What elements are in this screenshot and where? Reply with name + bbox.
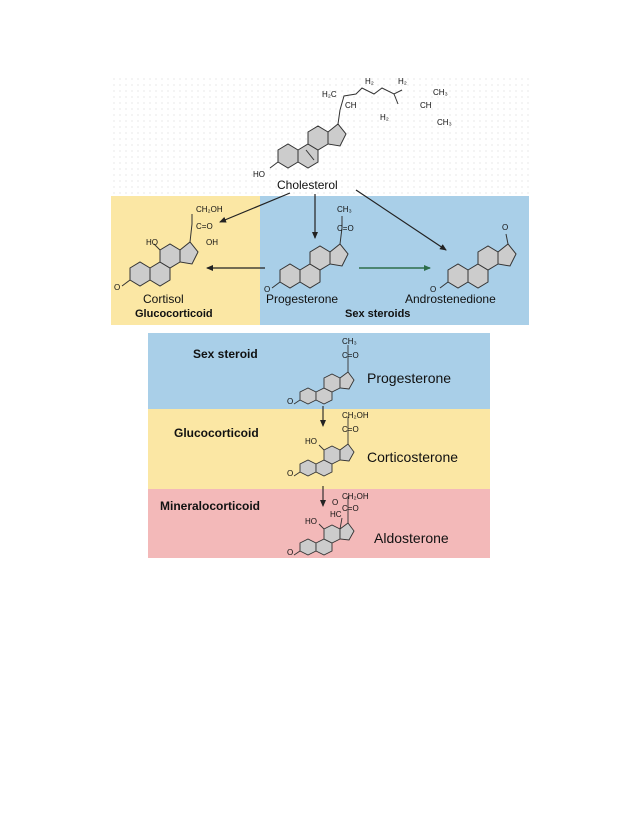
aldosterone-name: Aldosterone [374,530,449,546]
progesterone-bottom-ch3-label: CH₃ [342,337,357,346]
androstenedione-molecule [439,233,517,289]
progesterone-bottom-o-label: O [287,397,293,406]
steroid-rings [277,123,347,169]
androstenedione-o-label-b: O [502,223,508,232]
corticosterone-o-label: O [287,469,293,478]
progesterone-name-bottom: Progesterone [367,370,451,386]
sex-steroids-label: Sex steroids [345,308,410,320]
progesterone-name-top: Progesterone [266,292,338,306]
corticosterone-ch2oh-label: CH₂OH [342,411,369,420]
chol-h2-label-b: H₂ [380,113,389,122]
chol-ch-label: CH [345,101,357,110]
progesterone-ch3-label: CH₃ [337,205,352,214]
corticosterone-molecule [293,417,355,477]
glucocorticoid-row [148,409,490,489]
cortisol-name: Cortisol [143,292,184,306]
cortisol-ho-label: HO [146,238,158,247]
progesterone-o-label: O [264,285,270,294]
progesterone-ceqo-label: C=O [337,224,354,233]
chol-ho-label: HO [253,170,265,179]
chol-ch-label-b: CH [420,101,432,110]
cortisol-oh-label: OH [206,238,218,247]
aldosterone-molecule [293,496,355,556]
aldosterone-ho-label: HO [305,517,317,526]
progesterone-molecule-bottom [293,345,355,405]
mineralocorticoid-label: Mineralocorticoid [160,499,260,513]
arrow-to-androstenedione [355,189,447,251]
cortisol-ceqo-label: C=O [196,222,213,231]
arrow-to-cortisol [219,192,291,223]
corticosterone-name: Corticosterone [367,449,458,465]
chol-ch3-label-b: CH₃ [437,118,452,127]
androstenedione-o-label-a: O [430,285,436,294]
androstenedione-name: Androstenedione [405,292,496,306]
chol-ch3-label-a: CH₃ [433,88,448,97]
sex-steroid-label: Sex steroid [193,347,258,361]
chol-h2c-label: H₂C [322,90,337,99]
cortisol-o-label: O [114,283,120,292]
glucocorticoid-row-label: Glucocorticoid [174,426,259,440]
glucocorticoid-label: Glucocorticoid [135,308,213,320]
corticosterone-ho-label: HO [305,437,317,446]
progesterone-bottom-ceqo-label: C=O [342,351,359,360]
aldosterone-ch2oh-label: CH₂OH [342,492,369,501]
cortisol-ch2oh-label: CH₂OH [196,205,223,214]
cholesterol-name: Cholesterol [277,178,338,192]
aldosterone-o-label: O [287,548,293,557]
chol-h2-label-a: H₂ [365,77,374,86]
aldosterone-hc-label: HC [330,510,342,519]
aldosterone-ceqo-label: C=O [342,504,359,513]
chol-h2-label-c: H₂ [398,77,407,86]
corticosterone-ceqo-label: C=O [342,425,359,434]
cortisol-molecule [121,214,199,287]
aldosterone-o-label-b: O [332,498,338,507]
cholesterol-molecule [269,87,403,169]
progesterone-molecule [271,216,349,289]
